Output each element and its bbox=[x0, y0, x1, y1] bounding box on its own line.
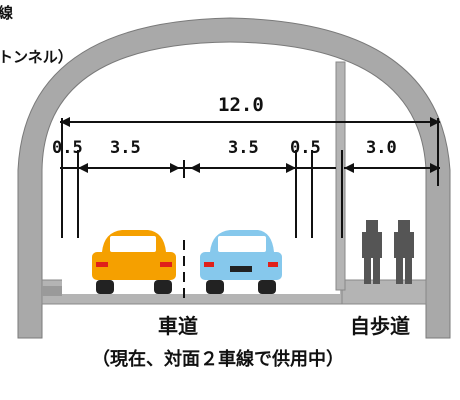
dim-shoulder-right: 0.5 bbox=[290, 138, 321, 158]
arrow-lane-right-end bbox=[286, 163, 296, 173]
lining-base-left bbox=[42, 286, 62, 296]
sidewalk-platform bbox=[341, 279, 427, 305]
tunnel-lining bbox=[17, 17, 451, 339]
dim-lane-left: 3.5 bbox=[110, 138, 141, 158]
pedestrian-icon-2 bbox=[394, 220, 414, 284]
dividing-wall bbox=[335, 61, 346, 291]
arrow-lane-left-end bbox=[170, 163, 180, 173]
arrow-sidewalk-end bbox=[430, 163, 440, 173]
pedestrian-icon bbox=[362, 220, 382, 284]
dim-shoulder-left: 0.5 bbox=[52, 138, 83, 158]
total-width-arrow-left bbox=[60, 117, 70, 127]
header-line-fragment: 線 bbox=[0, 4, 14, 22]
caption: （現在、対面２車線で供用中） bbox=[92, 349, 344, 370]
car-left-icon bbox=[92, 230, 176, 294]
arrow-lane-right-start bbox=[190, 163, 200, 173]
total-width-arrow-right bbox=[430, 117, 440, 127]
label-roadway: 車道 bbox=[158, 314, 198, 338]
dim-lane-right: 3.5 bbox=[228, 138, 259, 158]
car-right-icon bbox=[200, 230, 282, 294]
arrow-sidewalk-start bbox=[344, 163, 354, 173]
label-sidewalk: 自歩道 bbox=[350, 314, 410, 338]
dim-sidewalk: 3.0 bbox=[366, 138, 397, 158]
header-tunnel-fragment: トンネル） bbox=[0, 48, 73, 66]
arrow-lane-left-start bbox=[78, 163, 88, 173]
dim-total-width: 12.0 bbox=[218, 94, 264, 116]
